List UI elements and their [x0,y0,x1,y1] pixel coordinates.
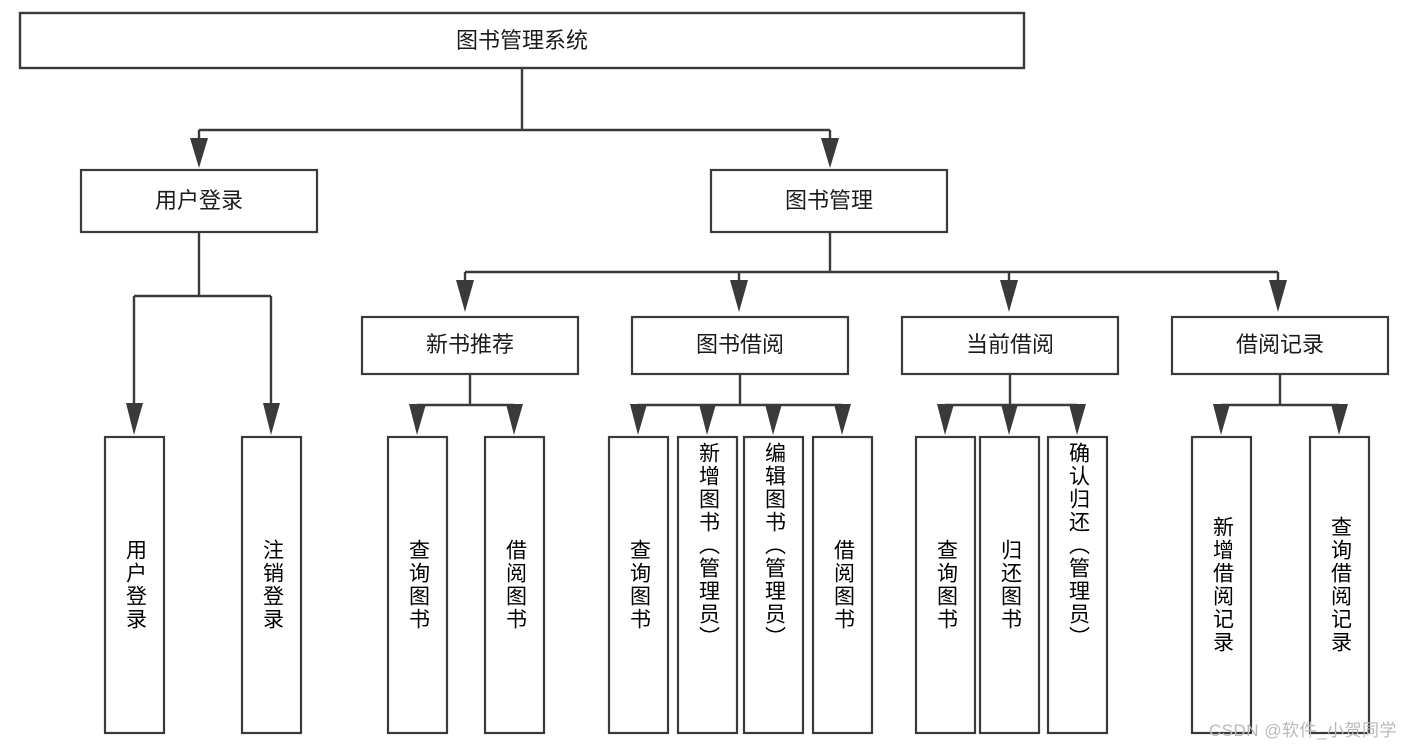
node-user-login[interactable]: 用户登录 [79,168,319,234]
arrow-borrowrecord-leaf-1 [1213,404,1230,435]
node-book-management-label: 图书管理 [785,188,873,213]
leaf-user-login-1[interactable]: 用户登录 [103,435,166,735]
leaf-borrow-record-2-label: 查询借阅记录 [1328,516,1352,654]
arrow-bookmanage-child-4 [1269,280,1287,312]
arrow-bookmanage-child-3 [1000,280,1018,312]
leaf-book-borrow-1-label: 查询图书 [627,539,651,631]
leaf-book-borrow-3[interactable]: 编辑图书（管理员） [742,435,805,735]
leaf-current-borrow-3-label: 确认归还（管理员） [1066,442,1090,649]
leaf-book-borrow-1[interactable]: 查询图书 [607,435,670,735]
node-new-book-recommend-label: 新书推荐 [426,332,514,357]
node-current-borrow-label: 当前借阅 [966,332,1054,357]
node-book-borrow[interactable]: 图书借阅 [630,315,850,376]
edges-layer [126,68,1348,435]
arrow-currentborrow-leaf-3 [1069,404,1086,435]
leaf-borrow-record-1-label: 新增借阅记录 [1210,516,1234,654]
arrow-bookborrow-leaf-4 [834,404,851,435]
leaf-user-login-2-label: 注销登录 [260,539,284,631]
node-borrow-record-label: 借阅记录 [1236,332,1324,357]
arrow-userlogin-leaf-2 [263,403,280,435]
arrow-bookmanage-child-1 [456,280,474,312]
leaf-new-book-1[interactable]: 查询图书 [386,435,449,735]
leaf-book-borrow-2-label: 新增图书（管理员） [696,442,720,649]
leaf-book-borrow-2[interactable]: 新增图书（管理员） [676,435,739,735]
leaf-book-borrow-4[interactable]: 借阅图书 [811,435,874,735]
arrow-root-to-book-manage [821,138,839,168]
arrow-userlogin-leaf-1 [126,403,143,435]
leaf-new-book-2[interactable]: 借阅图书 [483,435,546,735]
node-root-system[interactable]: 图书管理系统 [18,11,1026,70]
leaf-new-book-2-label: 借阅图书 [503,539,527,631]
leaf-new-book-1-label: 查询图书 [406,539,430,631]
leaf-current-borrow-2[interactable]: 归还图书 [978,435,1041,735]
node-book-management[interactable]: 图书管理 [709,168,949,234]
leaf-user-login-2[interactable]: 注销登录 [240,435,303,735]
arrow-bookborrow-leaf-2 [699,404,716,435]
arrow-bookborrow-leaf-1 [630,404,647,435]
arrow-newbook-leaf-1 [409,404,426,435]
node-book-borrow-label: 图书借阅 [696,332,784,357]
leaf-current-borrow-1-label: 查询图书 [934,539,958,631]
leaf-book-borrow-4-label: 借阅图书 [831,539,855,631]
arrow-root-to-user-login [190,138,208,168]
arrow-currentborrow-leaf-2 [1001,404,1018,435]
leaf-book-borrow-3-label: 编辑图书（管理员） [762,442,786,649]
node-current-borrow[interactable]: 当前借阅 [900,315,1120,376]
leaf-borrow-record-1[interactable]: 新增借阅记录 [1190,435,1253,735]
arrow-currentborrow-leaf-1 [937,404,954,435]
leaf-current-borrow-1[interactable]: 查询图书 [914,435,977,735]
arrow-borrowrecord-leaf-2 [1331,404,1348,435]
leaf-borrow-record-2[interactable]: 查询借阅记录 [1308,435,1371,735]
leaf-current-borrow-2-label: 归还图书 [998,539,1022,631]
node-borrow-record[interactable]: 借阅记录 [1170,315,1390,376]
node-user-login-label: 用户登录 [155,188,243,213]
leaf-current-borrow-3[interactable]: 确认归还（管理员） [1046,435,1109,735]
arrow-bookmanage-child-2 [730,280,748,312]
arrow-bookborrow-leaf-3 [765,404,782,435]
arrow-newbook-leaf-2 [506,404,523,435]
leaf-user-login-1-label: 用户登录 [123,539,147,631]
node-new-book-recommend[interactable]: 新书推荐 [360,315,580,376]
node-root-label: 图书管理系统 [456,28,588,53]
